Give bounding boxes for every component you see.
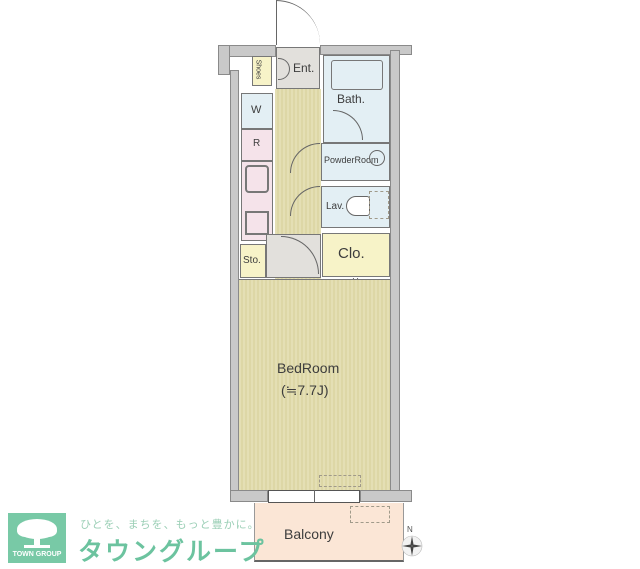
washer-label: W [251, 104, 262, 116]
brand-tagline: ひとを、まちを、もっと豊かに。 [80, 519, 260, 531]
entrance-label: Ent. [293, 61, 315, 75]
bath-label: Bath. [337, 92, 366, 106]
wall-top-right [320, 45, 412, 55]
stove-icon [245, 211, 269, 235]
balcony-label: Balcony [284, 526, 334, 542]
lavatory-label: Lav. [326, 201, 345, 212]
refrigerator-space [241, 129, 273, 161]
shoes-label: Shoes [254, 59, 262, 80]
closet-label: Clo. [338, 245, 365, 262]
logo-text: TOWN GROUP [12, 551, 62, 558]
compass-north-label: N [407, 525, 413, 534]
wall-left [230, 70, 239, 502]
aircon-area [319, 475, 361, 487]
bedroom-label: BedRoom [277, 360, 340, 376]
toilet-icon [346, 196, 370, 216]
entrance-door [276, 0, 320, 45]
sink-icon [245, 165, 269, 193]
outdoor-unit-area [350, 506, 390, 523]
powder-sink-icon [369, 150, 385, 166]
balcony [254, 503, 404, 562]
storage-label: Sto. [243, 255, 261, 266]
closet [322, 233, 390, 277]
shoes-storage [252, 56, 272, 86]
window-divider [314, 490, 315, 503]
refrigerator-label: R [253, 138, 261, 149]
town-group-logo: TOWN GROUP [8, 513, 66, 563]
washer-space [241, 93, 273, 129]
bedroom [239, 279, 390, 490]
wall-bottom-right [360, 490, 412, 502]
brand-name: タウングループ [78, 538, 266, 566]
tree-icon [17, 519, 57, 548]
powder-room-label: PowderRoom [324, 155, 379, 165]
storage-room [240, 244, 266, 278]
compass-rose-icon [400, 534, 424, 558]
bedroom-size-label: (≒7.7J) [281, 382, 329, 398]
wall-right [390, 50, 400, 502]
wall-bottom-left [230, 490, 268, 502]
toilet-tank-area [369, 191, 389, 219]
wall-left-notch [218, 45, 230, 75]
bathtub-icon [331, 60, 383, 90]
